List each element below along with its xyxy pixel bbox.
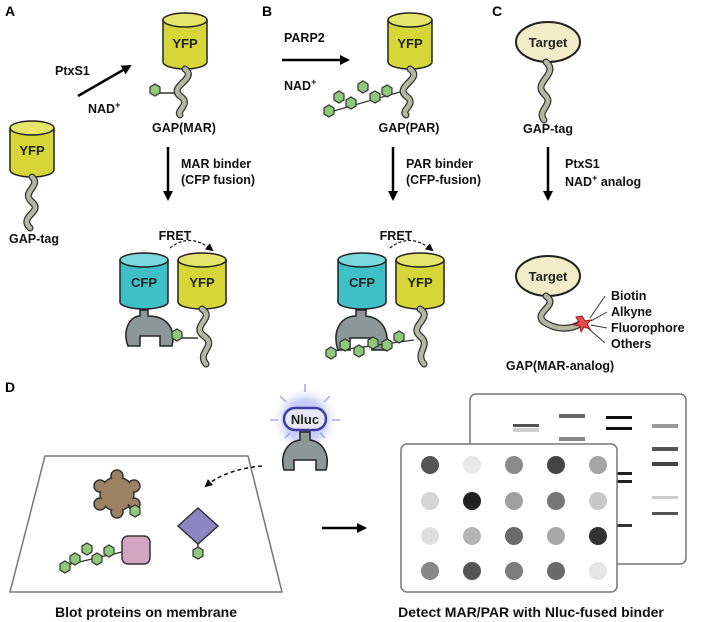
yfp-mar-cylinder: YFP	[162, 12, 208, 70]
target-label-start: Target	[529, 35, 568, 50]
panel-label-a: A	[5, 3, 15, 19]
target-label-product: Target	[529, 269, 568, 284]
par-chain-bound	[325, 330, 415, 360]
yfp-par-label: YFP	[397, 36, 423, 51]
par-chain-membrane	[59, 542, 123, 574]
yfp-label-b2: YFP	[407, 275, 433, 290]
yfp-label-a2: YFP	[189, 275, 215, 290]
cfp-label-a: CFP	[131, 275, 157, 290]
gap-mar-analog-label: GAP(MAR-analog)	[506, 359, 614, 373]
panel-label-c: C	[492, 3, 502, 19]
cfp-cylinder-b: CFP	[337, 252, 387, 310]
gap-tag-tail	[24, 174, 38, 231]
ptxs1-label-c: PtxS1	[565, 157, 600, 171]
gel-bands	[513, 414, 678, 527]
caption-detect: Detect MAR/PAR with Nluc-fused binder	[398, 604, 664, 620]
mar-binder-line2: (CFP fusion)	[181, 173, 255, 187]
par-binder-line1: PAR binder	[406, 157, 473, 171]
nad-label-b: NAD+	[284, 77, 316, 93]
panel-a: YFP GAP-tag PtxS1 NAD+ YFP GAP(MAR) MAR …	[9, 12, 255, 368]
ptxs1-arrow-icon	[77, 64, 132, 98]
gap-tag-label-a: GAP-tag	[9, 232, 59, 246]
tag-fluorophore: Fluorophore	[611, 321, 685, 335]
cfp-label-b: CFP	[349, 275, 375, 290]
panel-label-d: D	[5, 379, 15, 395]
gap-mar-label: GAP(MAR)	[152, 121, 216, 135]
mar-binder-domain	[125, 309, 174, 347]
panel-b: PARP2 NAD+ YFP GAP(PAR) PAR binder (CFP-…	[282, 12, 481, 368]
panel-d: Nluc Blot proteins	[9, 384, 687, 620]
fret-label-a: FRET	[159, 229, 192, 243]
cfp-cylinder-a: CFP	[119, 252, 169, 310]
fret-label-b: FRET	[380, 229, 413, 243]
dot-blot-spots	[421, 456, 607, 580]
gap-par-label: GAP(PAR)	[379, 121, 440, 135]
yfp-mar-label: YFP	[172, 36, 198, 51]
fret-dashed-arrow-icon	[169, 239, 214, 252]
nluc-rays	[270, 384, 340, 439]
yfp-start-cylinder: YFP	[9, 120, 55, 178]
parp2-label: PARP2	[284, 31, 325, 45]
panel-c: Target GAP-tag PtxS1 NAD+ analog Target …	[506, 21, 685, 373]
tag-others: Others	[611, 337, 651, 351]
panel-label-b: B	[262, 3, 272, 19]
par-binder-line2: (CFP-fusion)	[406, 173, 481, 187]
fret-dashed-arrow-icon	[389, 239, 434, 252]
tag-biotin: Biotin	[611, 289, 646, 303]
par-chain	[323, 80, 401, 118]
brown-protein	[93, 469, 141, 519]
mar-modification	[149, 83, 161, 97]
nad-analog-label: NAD+ analog	[565, 173, 641, 189]
yfp-par-cylinder: YFP	[387, 12, 433, 70]
caption-blot: Blot proteins on membrane	[55, 604, 237, 620]
nluc-tag	[282, 406, 328, 432]
star-icon	[572, 315, 593, 334]
probe-dashed-arrow-icon	[204, 465, 263, 488]
yfp-start-label: YFP	[19, 143, 45, 158]
pink-protein	[121, 535, 151, 565]
yfp-cylinder-a: YFP	[177, 252, 227, 310]
mar-binder-line1: MAR binder	[181, 157, 251, 171]
nluc-binder-domain	[282, 431, 328, 471]
ptxs1-label-a: PtxS1	[55, 64, 90, 78]
gap-tag-label-c: GAP-tag	[523, 122, 573, 136]
yfp-cylinder-b: YFP	[395, 252, 445, 310]
tag-alkyne: Alkyne	[611, 305, 652, 319]
dot-blot-card	[400, 443, 618, 593]
nad-label-a: NAD+	[88, 100, 120, 116]
blot-membrane	[9, 455, 283, 593]
nluc-label: Nluc	[291, 412, 319, 427]
